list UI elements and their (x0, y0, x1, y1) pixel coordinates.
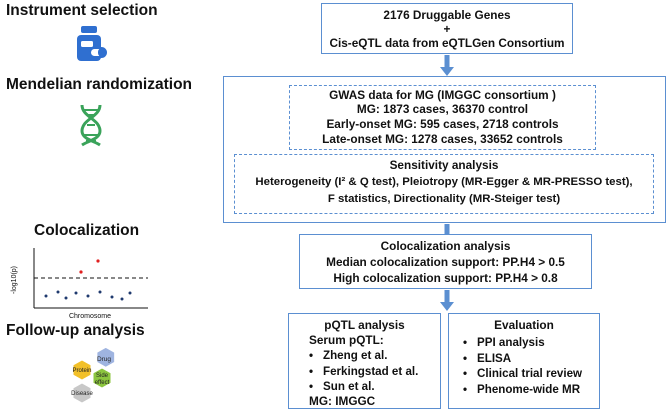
plot-point (128, 291, 132, 295)
medicine-bottle-icon (77, 26, 107, 61)
gwas-mg: MG: 1873 cases, 36370 control (356, 102, 529, 116)
hex-label-effect: effect (95, 380, 110, 386)
stage-title-colocalization: Colocalization (34, 222, 140, 239)
sensitivity-analysis-box: Sensitivity analysis Heterogeneity (I² &… (234, 154, 654, 214)
colocalization-plot-icon: -log10(p) Chromosome (11, 248, 148, 320)
list-item: Sun et al. (309, 379, 418, 395)
plot-point (98, 290, 102, 294)
plot-point (56, 290, 60, 294)
plot-point (110, 295, 114, 299)
list-item: PPI analysis (463, 335, 582, 351)
hex-label-side: Side (96, 373, 109, 379)
eqtl-source: Cis-eQTL data from eQTLGen Consortium (329, 36, 565, 50)
plot-point-red (79, 270, 83, 274)
dna-icon (80, 104, 102, 147)
high-colocalization: High colocalization support: PP.H4 > 0.8 (333, 271, 558, 285)
plot-point (74, 291, 78, 295)
median-colocalization: Median colocalization support: PP.H4 > 0… (326, 255, 565, 269)
evaluation-list: PPI analysis ELISA Clinical trial review… (463, 335, 582, 397)
mendelian-randomization-box: GWAS data for MG (IMGGC consortium ) MG:… (223, 76, 666, 223)
arrow-down (440, 55, 454, 76)
plot-point (86, 294, 90, 298)
plot-point (64, 296, 68, 300)
hex-side-effect (92, 367, 112, 389)
evaluation-title: Evaluation (494, 318, 554, 332)
list-item: Ferkingstad et al. (309, 364, 418, 380)
stage-title-mendelian-randomization: Mendelian randomization (6, 76, 193, 93)
list-item: Phenome-wide MR (463, 382, 582, 398)
pqtl-footer: MG: IMGGC (309, 394, 376, 408)
coloc-plot-ylabel: -log10(p) (11, 266, 18, 294)
pqtl-title: pQTL analysis (324, 318, 405, 332)
plot-point (44, 294, 48, 298)
gwas-late-onset: Late-onset MG: 1278 cases, 33652 control… (322, 132, 563, 146)
evaluation-box: Evaluation PPI analysis ELISA Clinical t… (448, 313, 600, 409)
colocalization-title: Colocalization analysis (380, 239, 511, 253)
colocalization-analysis-box: Colocalization analysis Median colocaliz… (299, 234, 592, 289)
pqtl-analysis-box: pQTL analysis Serum pQTL: Zheng et al. F… (288, 313, 441, 409)
list-item: Zheng et al. (309, 348, 418, 364)
druggable-genes-count: 2176 Druggable Genes (383, 8, 511, 22)
sensitivity-line1: Heterogeneity (I² & Q test), Pleiotropy … (255, 176, 633, 188)
plot-point-red (96, 259, 100, 263)
list-item: Clinical trial review (463, 366, 582, 382)
list-item: ELISA (463, 351, 582, 367)
gwas-title: GWAS data for MG (IMGGC consortium ) (329, 88, 556, 102)
sensitivity-line2: F statistics, Directionality (MR-Steiger… (327, 193, 561, 205)
druggable-genes-box: 2176 Druggable Genes + Cis-eQTL data fro… (321, 3, 573, 54)
hex-drug (96, 346, 116, 369)
pqtl-subtitle: Serum pQTL: (309, 333, 384, 347)
arrow-down (440, 290, 454, 311)
pqtl-source-list: Zheng et al. Ferkingstad et al. Sun et a… (309, 348, 418, 395)
hex-label-protein: Protein (72, 368, 91, 374)
hex-protein (72, 359, 92, 381)
hexagon-cluster-icon: Drug Protein Side effect Disease (71, 346, 116, 404)
stage-title-instrument-selection: Instrument selection (6, 2, 158, 19)
coloc-plot-xlabel: Chromosome (69, 313, 111, 320)
hex-label-drug: Drug (97, 356, 111, 363)
gwas-early-onset: Early-onset MG: 595 cases, 2718 controls (326, 117, 559, 131)
stage-title-follow-up-analysis: Follow-up analysis (6, 322, 145, 339)
hex-label-disease: Disease (71, 391, 93, 397)
gwas-data-box: GWAS data for MG (IMGGC consortium ) MG:… (289, 85, 596, 150)
sensitivity-title: Sensitivity analysis (389, 158, 499, 172)
hex-disease (72, 382, 92, 404)
plot-point (120, 297, 124, 301)
plus-sign: + (443, 22, 451, 36)
